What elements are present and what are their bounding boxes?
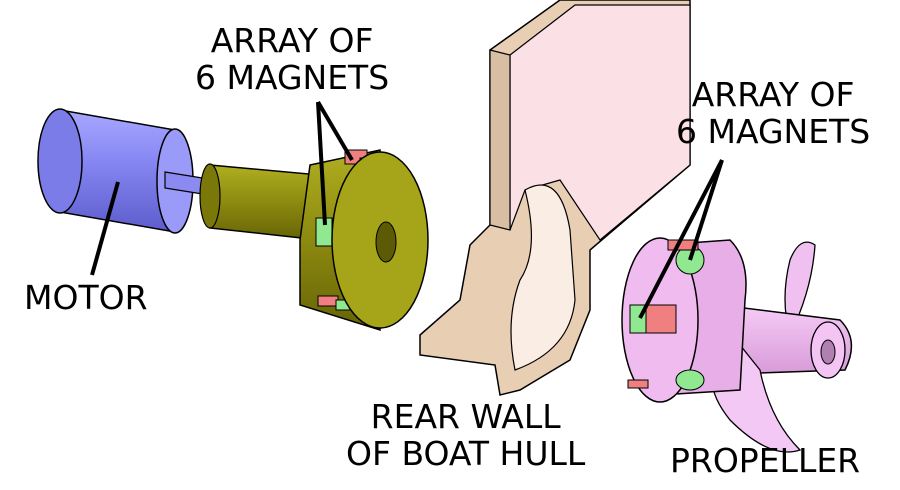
label-magnets-left-line1: ARRAY OF [210, 21, 374, 60]
label-hull-line1: REAR WALL [370, 397, 561, 436]
label-magnets-right-line1: ARRAY OF [691, 75, 855, 114]
motor-coupling [199, 149, 429, 332]
label-magnets-left: ARRAY OF 6 MAGNETS [195, 22, 389, 96]
label-motor: MOTOR [24, 278, 148, 317]
label-magnets-right: ARRAY OF 6 MAGNETS [676, 76, 870, 150]
label-hull-line2: OF BOAT HULL [346, 434, 586, 473]
label-hull: REAR WALL OF BOAT HULL [346, 398, 585, 472]
label-magnets-left-line2: 6 MAGNETS [195, 58, 390, 97]
propeller-assembly [621, 237, 853, 453]
boat-hull-rear-wall [419, 0, 691, 396]
leader-lines [90, 100, 724, 319]
label-propeller: PROPELLER [670, 441, 861, 480]
motor [37, 108, 216, 234]
label-magnets-right-line2: 6 MAGNETS [676, 112, 871, 151]
